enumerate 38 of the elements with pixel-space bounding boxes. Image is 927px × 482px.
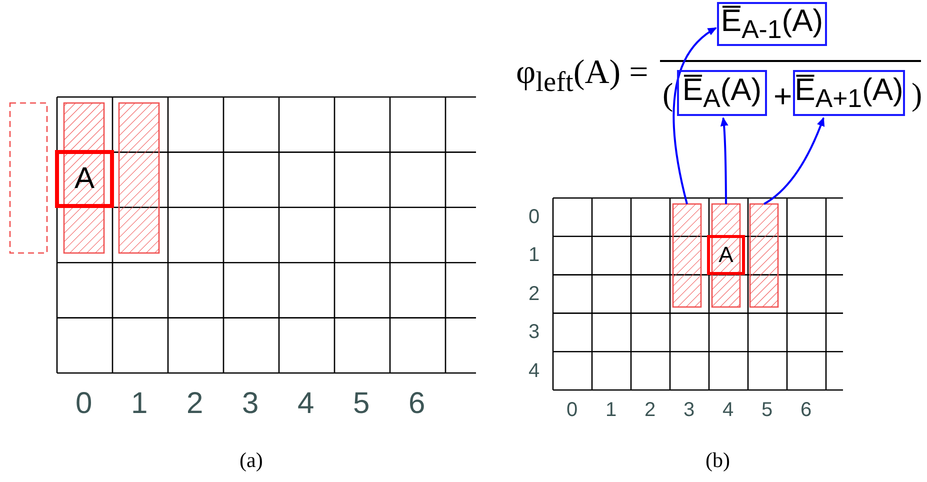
parenthesis: ( [662,78,674,110]
formula-text: φ$_{left}$(A) = [516,56,648,97]
energy-term-box: E̅$_{A-1}$(A) [717,2,827,46]
row-number: 2 [528,284,540,304]
column-number: 4 [298,389,314,419]
row-number: 1 [528,245,540,266]
column-number: 5 [353,389,370,419]
plus-sign: + [774,80,792,112]
column-number: 5 [762,400,773,420]
column-number: 4 [722,400,734,420]
hatched-column [672,203,702,308]
selected-cell: A [707,235,745,275]
arrow [672,27,717,204]
parenthesis: ) [912,78,922,110]
panel-label: (a) [240,450,263,470]
column-number: 2 [644,400,656,420]
column-number: 6 [800,400,812,420]
hatched-column [749,203,779,308]
column-number: 6 [408,389,426,419]
column-number: 3 [242,389,259,419]
row-number: 3 [528,322,540,342]
row-number: 0 [528,207,540,227]
energy-term-box: E̅$_{A}$(A) [677,70,767,116]
arrow [720,117,728,204]
hatched-column [711,203,741,308]
column-number: 0 [566,400,578,420]
arrow [763,117,824,205]
row-number: 4 [528,360,540,381]
energy-term-box: E̅$_{A+1}$(A) [793,70,905,116]
column-number: 0 [76,389,92,419]
dashed-column [9,102,48,254]
column-number: 3 [684,400,695,420]
panel-label: (b) [706,450,730,470]
column-number: 1 [131,389,148,419]
hatched-column [118,102,160,254]
hatched-column [63,102,105,254]
column-number: 1 [606,400,617,420]
column-number: 2 [186,389,204,419]
